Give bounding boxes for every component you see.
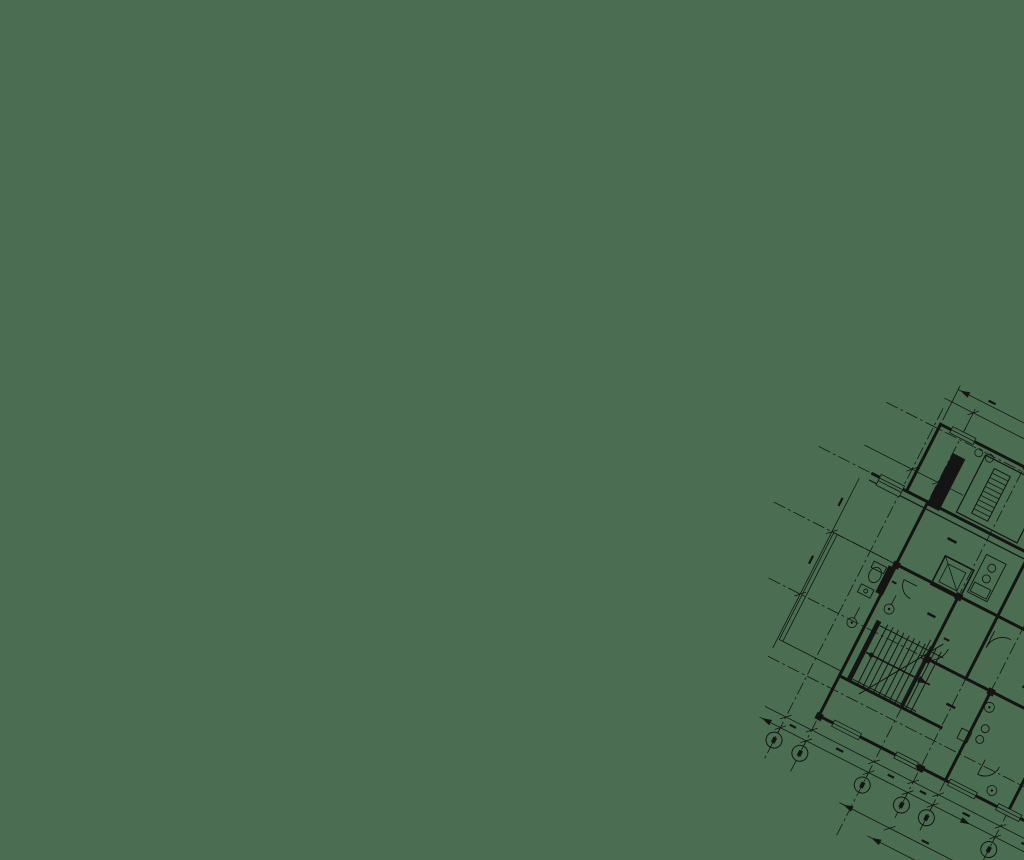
fixtures bbox=[856, 553, 1007, 744]
grid-bubble-letter-mark bbox=[770, 736, 778, 744]
door-swings bbox=[902, 579, 1012, 777]
grid-bubble-stem bbox=[904, 792, 909, 799]
grid-bubble-stem bbox=[777, 727, 781, 734]
grid-bubble-letter-mark bbox=[898, 801, 905, 809]
grid-bubble-letter-mark bbox=[985, 845, 992, 854]
dimension-lines bbox=[759, 385, 1024, 860]
tag-circles bbox=[846, 595, 998, 796]
walls bbox=[816, 422, 1024, 860]
staircase bbox=[852, 624, 944, 713]
grid-bubble-letter-mark bbox=[796, 749, 804, 757]
window-symbols bbox=[831, 426, 1023, 823]
shaft bbox=[929, 554, 975, 600]
grid-bubble-letter-mark bbox=[859, 781, 866, 789]
wall-poche bbox=[814, 453, 1013, 818]
grid-bubble-stem bbox=[865, 772, 870, 779]
grid-bubble-stem bbox=[802, 740, 807, 747]
grid-bubble-stem bbox=[929, 804, 934, 812]
annotation-marks bbox=[789, 399, 1024, 848]
grid-bubble-letter-mark bbox=[923, 814, 930, 822]
plan-rotated-group bbox=[759, 385, 1024, 860]
grid-bubbles bbox=[765, 727, 998, 859]
grid-bubble-stem bbox=[991, 836, 996, 843]
radiator-room bbox=[955, 448, 1024, 544]
balcony-railing bbox=[778, 532, 897, 672]
